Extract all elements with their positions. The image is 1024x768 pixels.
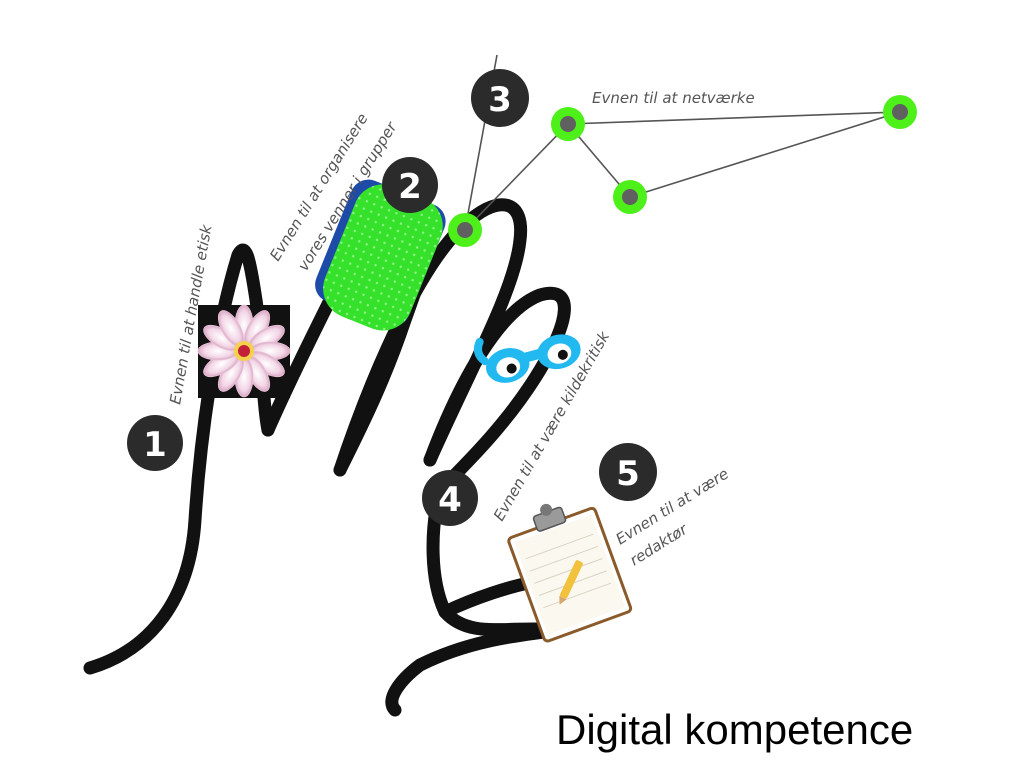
badge-5: 5 xyxy=(599,443,657,501)
clipboard-icon xyxy=(507,503,633,643)
network-node-4 xyxy=(883,95,917,129)
label-item-3: Evnen til at netværke xyxy=(592,89,755,107)
network-node-3 xyxy=(613,180,647,214)
badge-5-number: 5 xyxy=(616,454,640,494)
badge-1-number: 1 xyxy=(143,425,167,465)
badge-2: 2 xyxy=(382,157,438,213)
network-node-2 xyxy=(551,107,585,141)
green-glove-icon xyxy=(315,179,446,331)
slide-title: Digital kompetence xyxy=(556,706,914,753)
badge-4: 4 xyxy=(422,470,478,526)
hand-stroke-wrist xyxy=(385,623,567,717)
badge-4-number: 4 xyxy=(438,480,462,520)
network-graph xyxy=(448,54,917,247)
flower-icon xyxy=(197,304,291,398)
badge-1: 1 xyxy=(127,415,183,471)
badge-3: 3 xyxy=(471,69,529,127)
hand-stroke-finger-4 xyxy=(423,286,571,497)
badge-3-number: 3 xyxy=(488,80,512,120)
badge-2-number: 2 xyxy=(398,167,422,207)
glasses-icon xyxy=(473,334,581,383)
network-node-1 xyxy=(448,213,482,247)
